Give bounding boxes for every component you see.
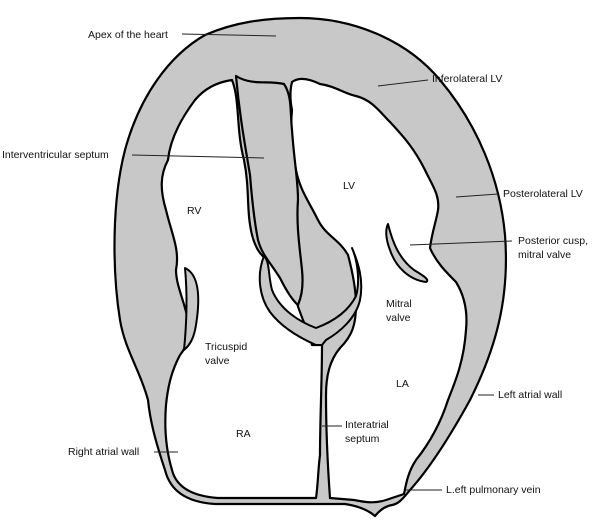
label-interatrial-2: septum: [345, 433, 380, 445]
left-heart-cavity: [289, 77, 468, 504]
label-posterior-cusp-1: Posterior cusp,: [518, 235, 588, 247]
posterior-mitral-cusp: [385, 223, 429, 283]
label-tricuspid-2: valve: [205, 355, 230, 367]
chamber-lv: LV: [343, 180, 355, 192]
label-septum: Interventricular septum: [2, 149, 109, 161]
label-interatrial-1: Interatrial: [345, 419, 389, 431]
tricuspid-leaflet: [183, 267, 200, 351]
posterolateral-leader: [455, 193, 499, 198]
label-tricuspid-1: Tricuspid: [205, 341, 247, 353]
apex-leader: [181, 33, 277, 37]
label-inferolateral: Inferolateral LV: [432, 73, 502, 85]
chamber-ra: RA: [236, 428, 251, 440]
chamber-la: LA: [396, 378, 409, 390]
label-left-atrial-wall: Left atrial wall: [498, 389, 562, 401]
septum-leader: [131, 154, 265, 159]
label-mitral-1: Mitral: [386, 298, 412, 310]
chamber-rv: RV: [187, 205, 201, 217]
posterior-cusp-leader: [409, 240, 513, 246]
label-right-atrial-wall: Right atrial wall: [68, 446, 139, 458]
label-posterior-cusp-2: mitral valve: [518, 249, 571, 261]
septal-leaflets: [258, 247, 363, 346]
right-heart-cavity: [160, 78, 324, 500]
label-mitral-2: valve: [386, 312, 411, 324]
inferolateral-leader: [377, 79, 429, 87]
label-apex: Apex of the heart: [88, 29, 168, 41]
label-posterolateral: Posterolateral LV: [503, 188, 583, 200]
interventricular-septum: [234, 74, 304, 307]
label-pulmonary-vein: L.eft pulmonary vein: [446, 484, 541, 496]
